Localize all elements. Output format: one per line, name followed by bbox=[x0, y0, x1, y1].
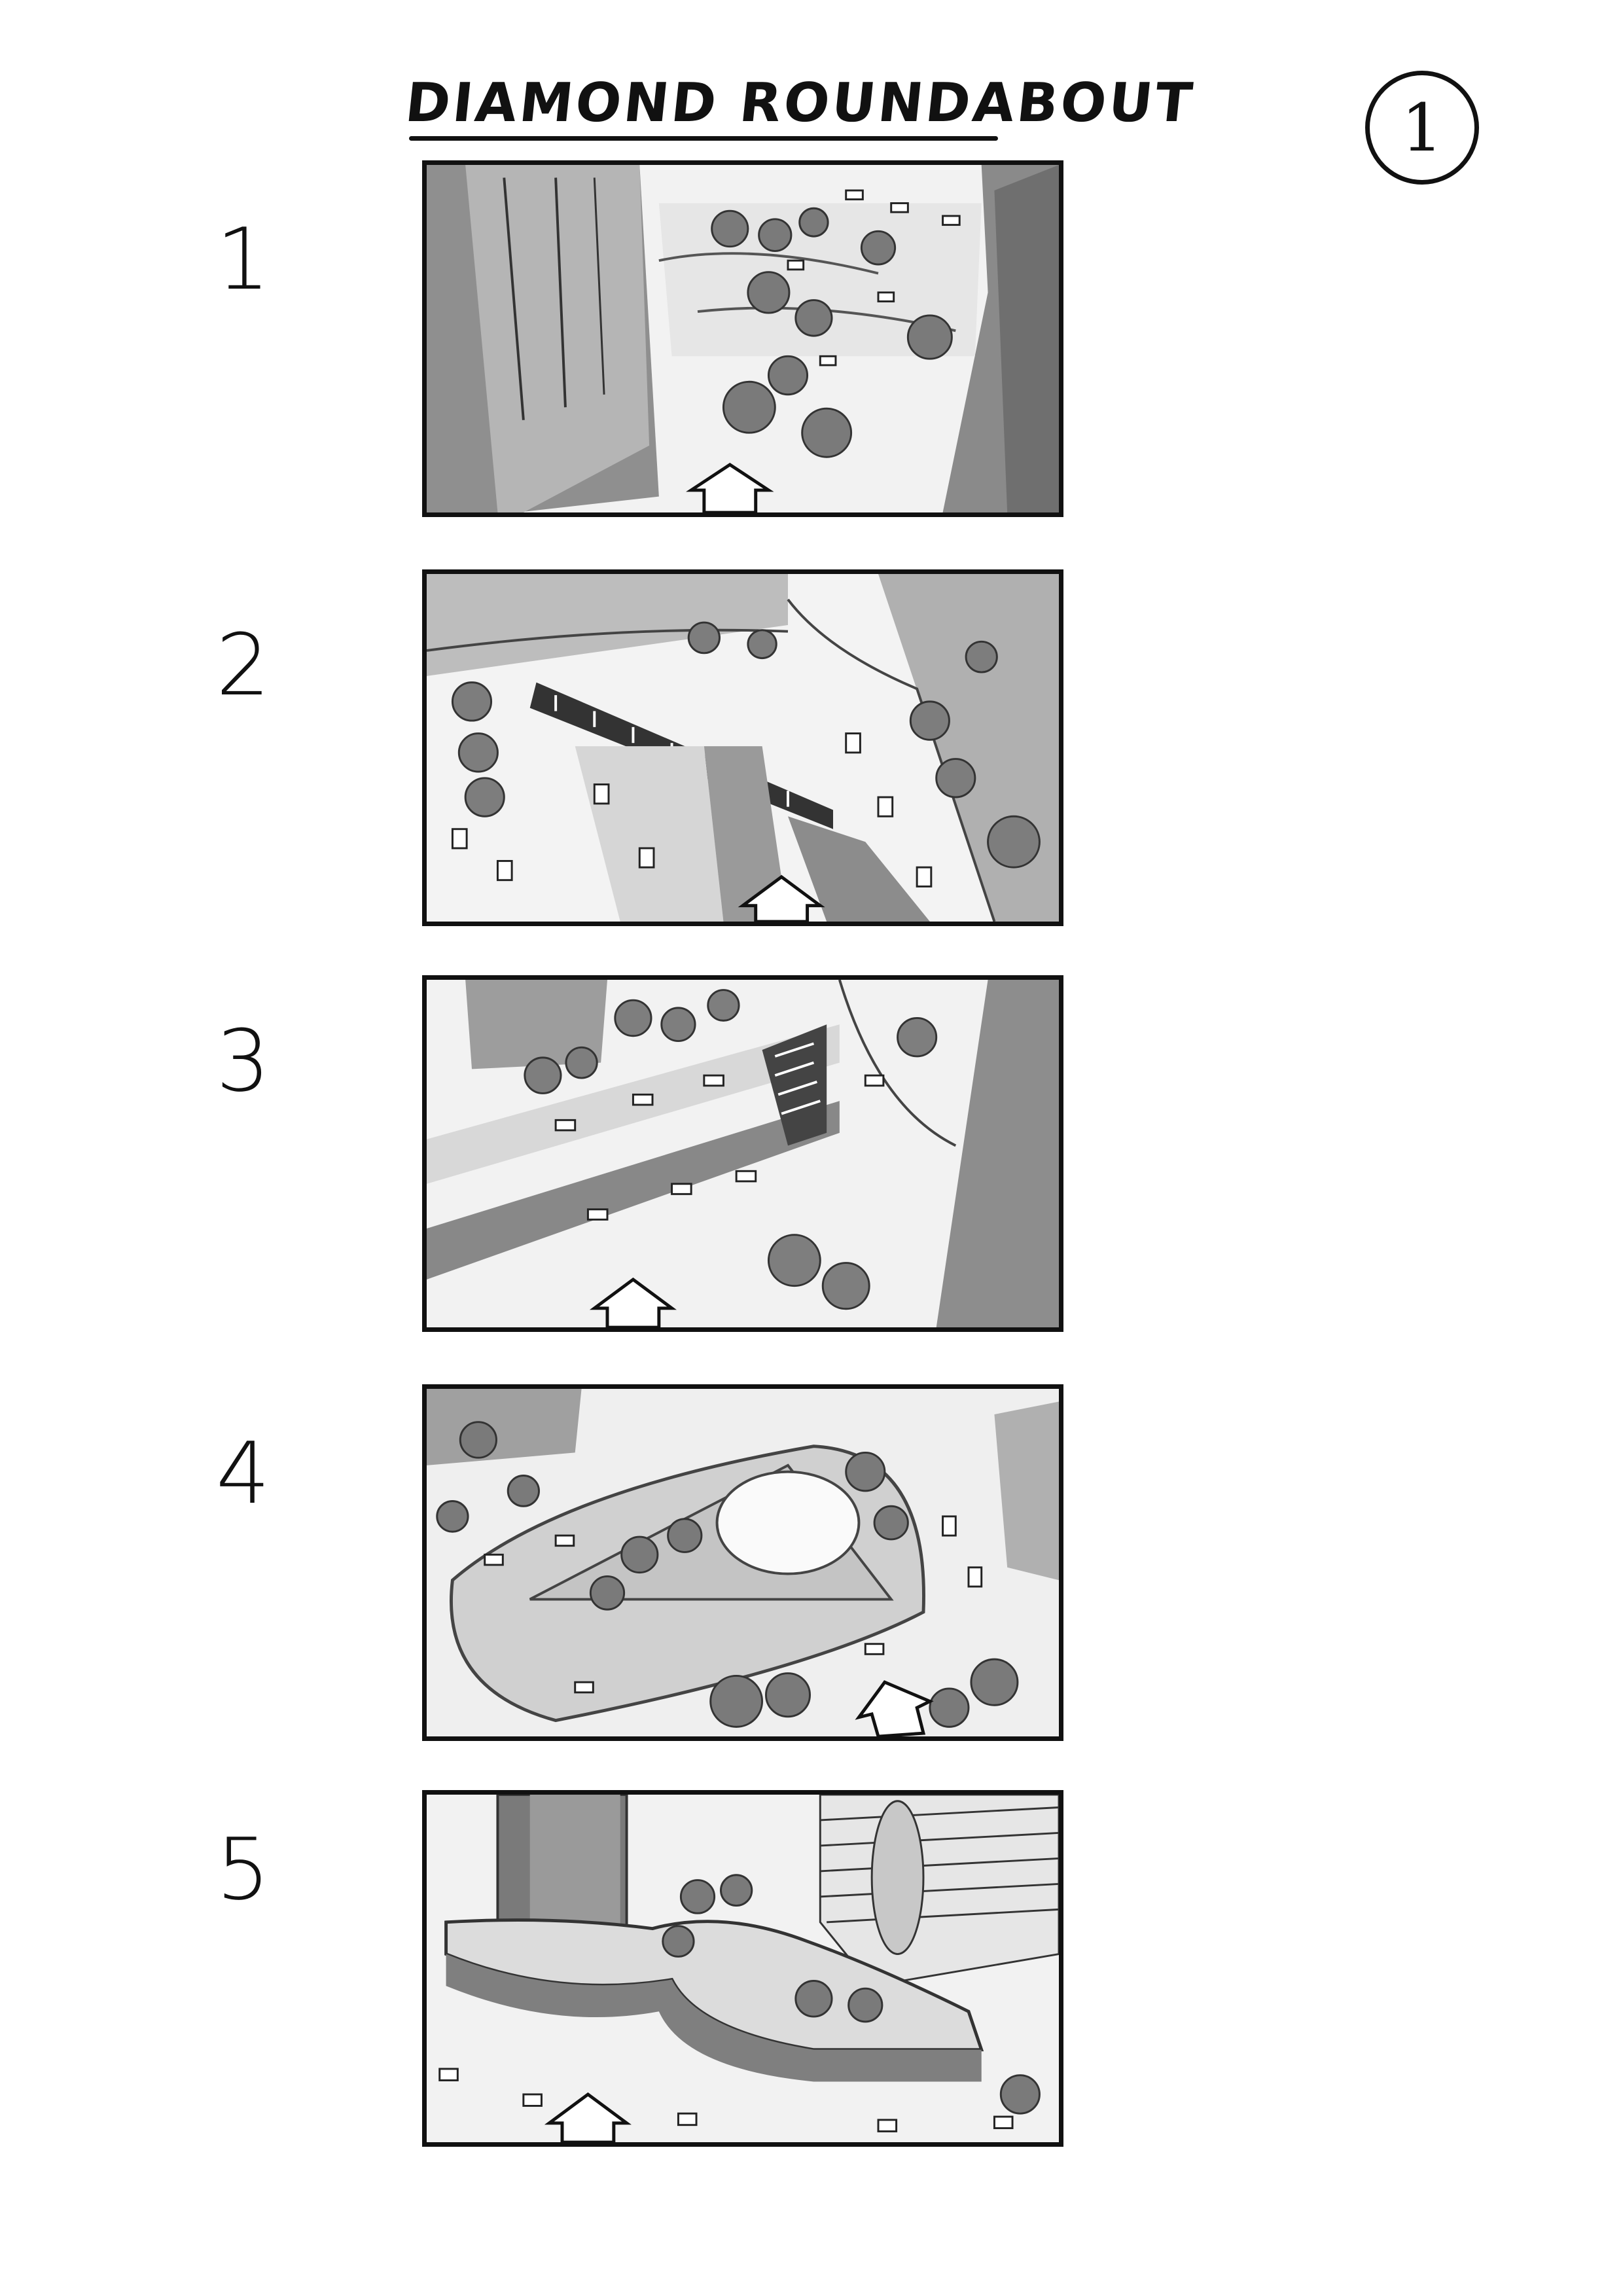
storyboard-panel-1 bbox=[422, 160, 1063, 517]
page-title: DIAMOND ROUNDABOUT bbox=[402, 72, 1198, 134]
storyboard-panel-3 bbox=[422, 975, 1063, 1332]
panel-number-2: 2 bbox=[216, 615, 270, 715]
page-number: 1 bbox=[1401, 89, 1443, 166]
panel-number-1: 1 bbox=[216, 209, 270, 309]
storyboard-panel-5 bbox=[422, 1790, 1063, 2147]
panel-1-sketch bbox=[427, 165, 1059, 512]
panel-number-3: 3 bbox=[216, 1011, 270, 1111]
up-arrow-icon bbox=[686, 462, 774, 512]
up-arrow-icon bbox=[738, 874, 825, 922]
up-arrow-icon bbox=[589, 1277, 677, 1327]
panel-4-sketch bbox=[427, 1389, 1059, 1736]
up-arrow-icon bbox=[544, 2092, 632, 2142]
panel-number-4: 4 bbox=[216, 1424, 270, 1523]
panel-number-5: 5 bbox=[216, 1820, 270, 1919]
panel-3-sketch bbox=[427, 980, 1059, 1327]
up-arrow-icon bbox=[855, 1680, 934, 1736]
title-underline bbox=[409, 136, 998, 141]
storyboard-panel-2 bbox=[422, 569, 1063, 926]
storyboard-panel-4 bbox=[422, 1384, 1063, 1741]
panel-5-sketch bbox=[427, 1795, 1059, 2142]
panel-2-sketch bbox=[427, 574, 1059, 922]
page-number-badge: 1 bbox=[1365, 71, 1479, 185]
